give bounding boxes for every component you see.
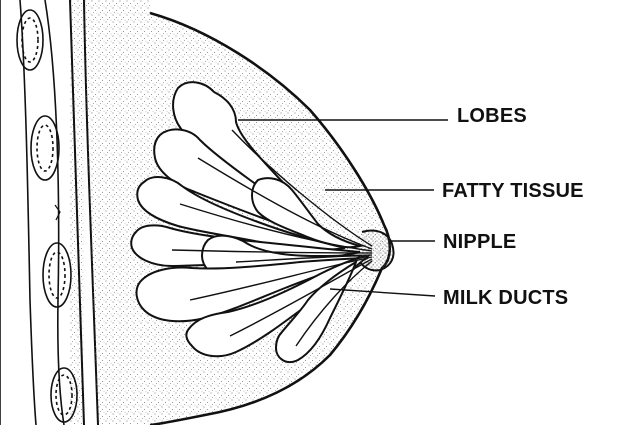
rib-column bbox=[0, 0, 77, 425]
rib-section bbox=[31, 116, 59, 180]
breast-body bbox=[84, 0, 390, 425]
rib-section bbox=[43, 243, 71, 307]
label-fatty-tissue: FATTY TISSUE bbox=[442, 181, 584, 201]
label-nipple: NIPPLE bbox=[443, 232, 516, 252]
label-milk-ducts: MILK DUCTS bbox=[443, 288, 568, 308]
label-lobes: LOBES bbox=[457, 106, 527, 126]
rib-section bbox=[17, 10, 43, 70]
nipple-shape bbox=[360, 231, 394, 271]
